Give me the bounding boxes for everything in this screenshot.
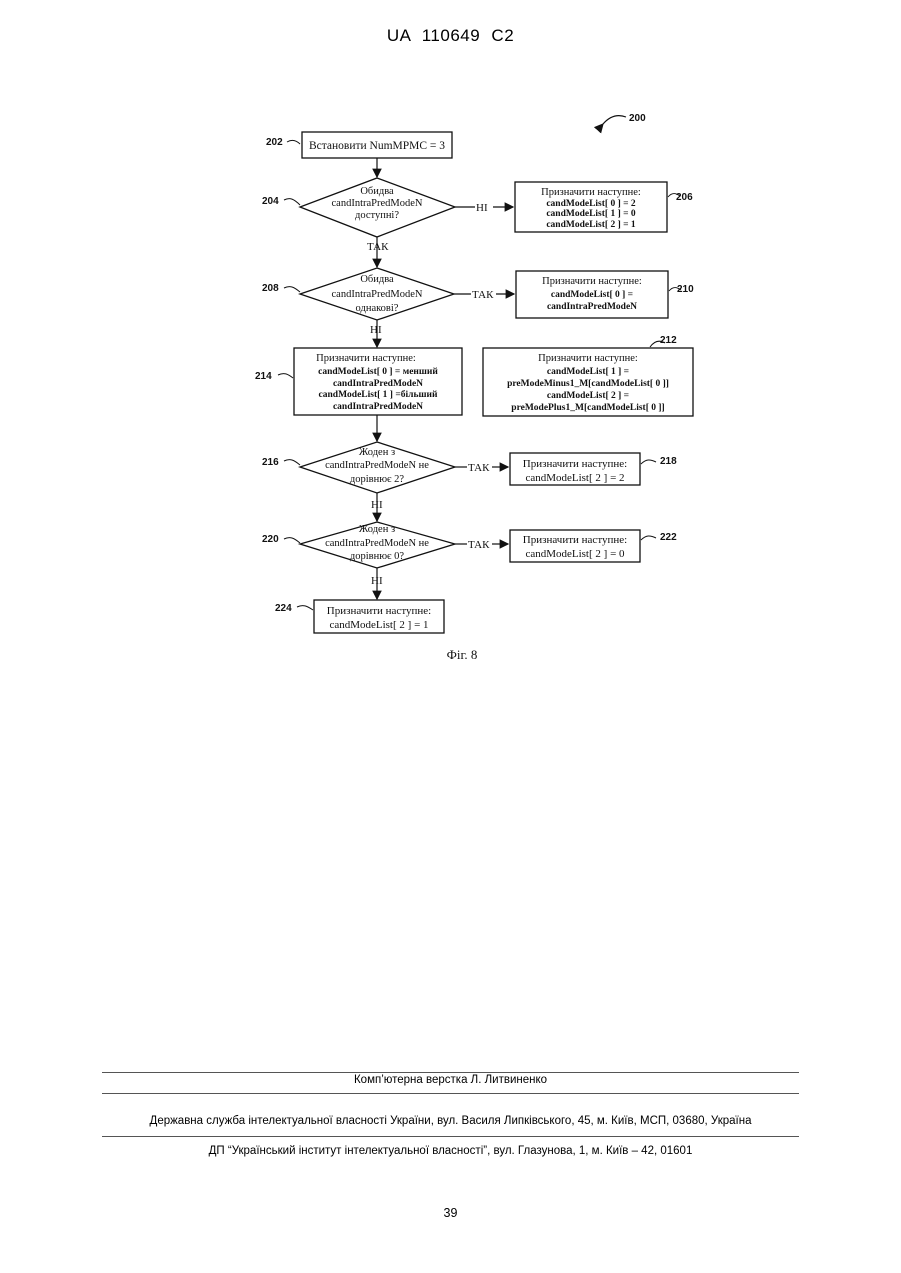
label-yes-208: ТАК bbox=[472, 289, 494, 301]
svg-text:preModeMinus1_M[candModeList[: preModeMinus1_M[candModeList[ 0 ]] bbox=[507, 379, 669, 389]
svg-text:200: 200 bbox=[629, 113, 646, 124]
svg-text:210: 210 bbox=[677, 284, 694, 295]
svg-text:Призначити наступне:: Призначити наступне: bbox=[316, 353, 416, 364]
svg-text:candModeList[ 2 ] = 0: candModeList[ 2 ] = 0 bbox=[525, 548, 625, 560]
flowchart: 200 Встановити NumMPMC = 3 202 Обидва ca… bbox=[0, 0, 901, 700]
footer-institute: ДП “Український інститут інтелектуальної… bbox=[0, 1145, 901, 1157]
svg-text:Обидва: Обидва bbox=[360, 186, 394, 197]
box-210-assign-equal: Призначити наступне: candModeList[ 0 ] =… bbox=[516, 271, 694, 318]
box-206-assign-default: Призначити наступне: candModeList[ 0 ] =… bbox=[515, 182, 693, 232]
svg-text:дорівнює 0?: дорівнює 0? bbox=[350, 551, 405, 562]
label-yes-216: ТАК bbox=[468, 462, 490, 474]
svg-text:candIntraPredModeN не: candIntraPredModeN не bbox=[325, 538, 429, 549]
svg-text:candModeList[ 0 ] =: candModeList[ 0 ] = bbox=[551, 290, 633, 300]
svg-text:candIntraPredModeN: candIntraPredModeN bbox=[332, 289, 423, 300]
svg-text:218: 218 bbox=[660, 456, 677, 467]
box-218-assign-2: Призначити наступне: candModeList[ 2 ] =… bbox=[510, 453, 677, 485]
svg-text:204: 204 bbox=[262, 196, 279, 207]
svg-text:candIntraPredModeN: candIntraPredModeN bbox=[333, 379, 423, 389]
svg-text:дорівнює 2?: дорівнює 2? bbox=[350, 474, 405, 485]
svg-text:Встановити NumMPMC = 3: Встановити NumMPMC = 3 bbox=[309, 140, 445, 152]
svg-text:candModeList[ 1 ] =: candModeList[ 1 ] = bbox=[547, 367, 629, 377]
svg-text:однакові?: однакові? bbox=[356, 303, 399, 314]
decision-204-both-available: Обидва candIntraPredModeN доступні? 204 bbox=[262, 178, 455, 237]
svg-text:candModeList[ 1 ] =більший: candModeList[ 1 ] =більший bbox=[319, 389, 438, 400]
svg-text:214: 214 bbox=[255, 371, 272, 382]
svg-text:208: 208 bbox=[262, 283, 279, 294]
footer-rule-3 bbox=[102, 1136, 799, 1137]
label-yes-204: ТАК bbox=[367, 241, 389, 253]
svg-text:224: 224 bbox=[275, 603, 292, 614]
svg-text:206: 206 bbox=[676, 192, 693, 203]
svg-text:candModeList[ 2 ] = 2: candModeList[ 2 ] = 2 bbox=[525, 472, 624, 484]
svg-text:candIntraPredModeN: candIntraPredModeN bbox=[547, 302, 637, 312]
svg-text:Призначити наступне:: Призначити наступне: bbox=[538, 353, 638, 364]
svg-text:Призначити наступне:: Призначити наступне: bbox=[523, 458, 627, 470]
box-212-assign-neighbors: Призначити наступне: candModeList[ 1 ] =… bbox=[483, 335, 693, 416]
svg-text:candIntraPredModeN: candIntraPredModeN bbox=[333, 402, 423, 412]
decision-220-none-equal-0: Жоден з candIntraPredModeN не дорівнює 0… bbox=[262, 522, 455, 568]
svg-text:Призначити наступне:: Призначити наступне: bbox=[327, 605, 431, 617]
svg-text:222: 222 bbox=[660, 532, 677, 543]
box-214-assign-min-max: Призначити наступне: candModeList[ 0 ] =… bbox=[255, 348, 462, 415]
svg-text:candModeList[ 2 ] = 1: candModeList[ 2 ] = 1 bbox=[329, 619, 428, 631]
svg-text:candIntraPredModeN: candIntraPredModeN bbox=[332, 198, 423, 209]
svg-text:Призначити наступне:: Призначити наступне: bbox=[541, 187, 641, 198]
svg-text:220: 220 bbox=[262, 534, 279, 545]
svg-text:candModeList[ 1 ] = 0: candModeList[ 1 ] = 0 bbox=[546, 209, 636, 219]
svg-text:Жоден з: Жоден з bbox=[359, 524, 395, 535]
label-yes-220: ТАК bbox=[468, 539, 490, 551]
svg-text:202: 202 bbox=[266, 137, 283, 148]
decision-216-none-equal-2: Жоден з candIntraPredModeN не дорівнює 2… bbox=[262, 442, 455, 493]
svg-text:212: 212 bbox=[660, 335, 677, 346]
footer-rule-1 bbox=[102, 1072, 799, 1073]
ref-200: 200 bbox=[603, 113, 646, 124]
decision-208-both-equal: Обидва candIntraPredModeN однакові? 208 bbox=[262, 268, 454, 320]
box-224-assign-1: Призначити наступне: candModeList[ 2 ] =… bbox=[275, 600, 444, 633]
svg-text:Обидва: Обидва bbox=[360, 274, 394, 285]
page-number: 39 bbox=[0, 1206, 901, 1220]
box-222-assign-0: Призначити наступне: candModeList[ 2 ] =… bbox=[510, 530, 677, 562]
svg-text:preModePlus1_M[candModeList[ 0: preModePlus1_M[candModeList[ 0 ]] bbox=[511, 403, 664, 413]
svg-text:candModeList[ 0 ] = 2: candModeList[ 0 ] = 2 bbox=[546, 199, 636, 209]
svg-text:216: 216 bbox=[262, 457, 279, 468]
label-no-208: НІ bbox=[370, 324, 382, 336]
footer-typesetting: Комп’ютерна верстка Л. Литвиненко bbox=[0, 1074, 901, 1086]
footer-agency: Державна служба інтелектуальної власност… bbox=[0, 1115, 901, 1127]
svg-text:candIntraPredModeN не: candIntraPredModeN не bbox=[325, 460, 429, 471]
svg-text:Призначити наступне:: Призначити наступне: bbox=[542, 276, 642, 287]
svg-text:candModeList[ 2 ] =: candModeList[ 2 ] = bbox=[547, 391, 629, 401]
svg-text:доступні?: доступні? bbox=[355, 210, 399, 221]
footer-rule-2 bbox=[102, 1093, 799, 1094]
svg-text:candModeList[ 2 ] = 1: candModeList[ 2 ] = 1 bbox=[546, 220, 636, 230]
svg-text:Жоден з: Жоден з bbox=[359, 447, 395, 458]
box-202-set-nummpmc: Встановити NumMPMC = 3 202 bbox=[266, 132, 452, 158]
svg-text:Призначити наступне:: Призначити наступне: bbox=[523, 534, 627, 546]
svg-text:candModeList[ 0 ] = менший: candModeList[ 0 ] = менший bbox=[318, 366, 438, 377]
figure-caption: Фіг. 8 bbox=[447, 647, 478, 662]
label-no-204: НІ bbox=[476, 202, 488, 214]
